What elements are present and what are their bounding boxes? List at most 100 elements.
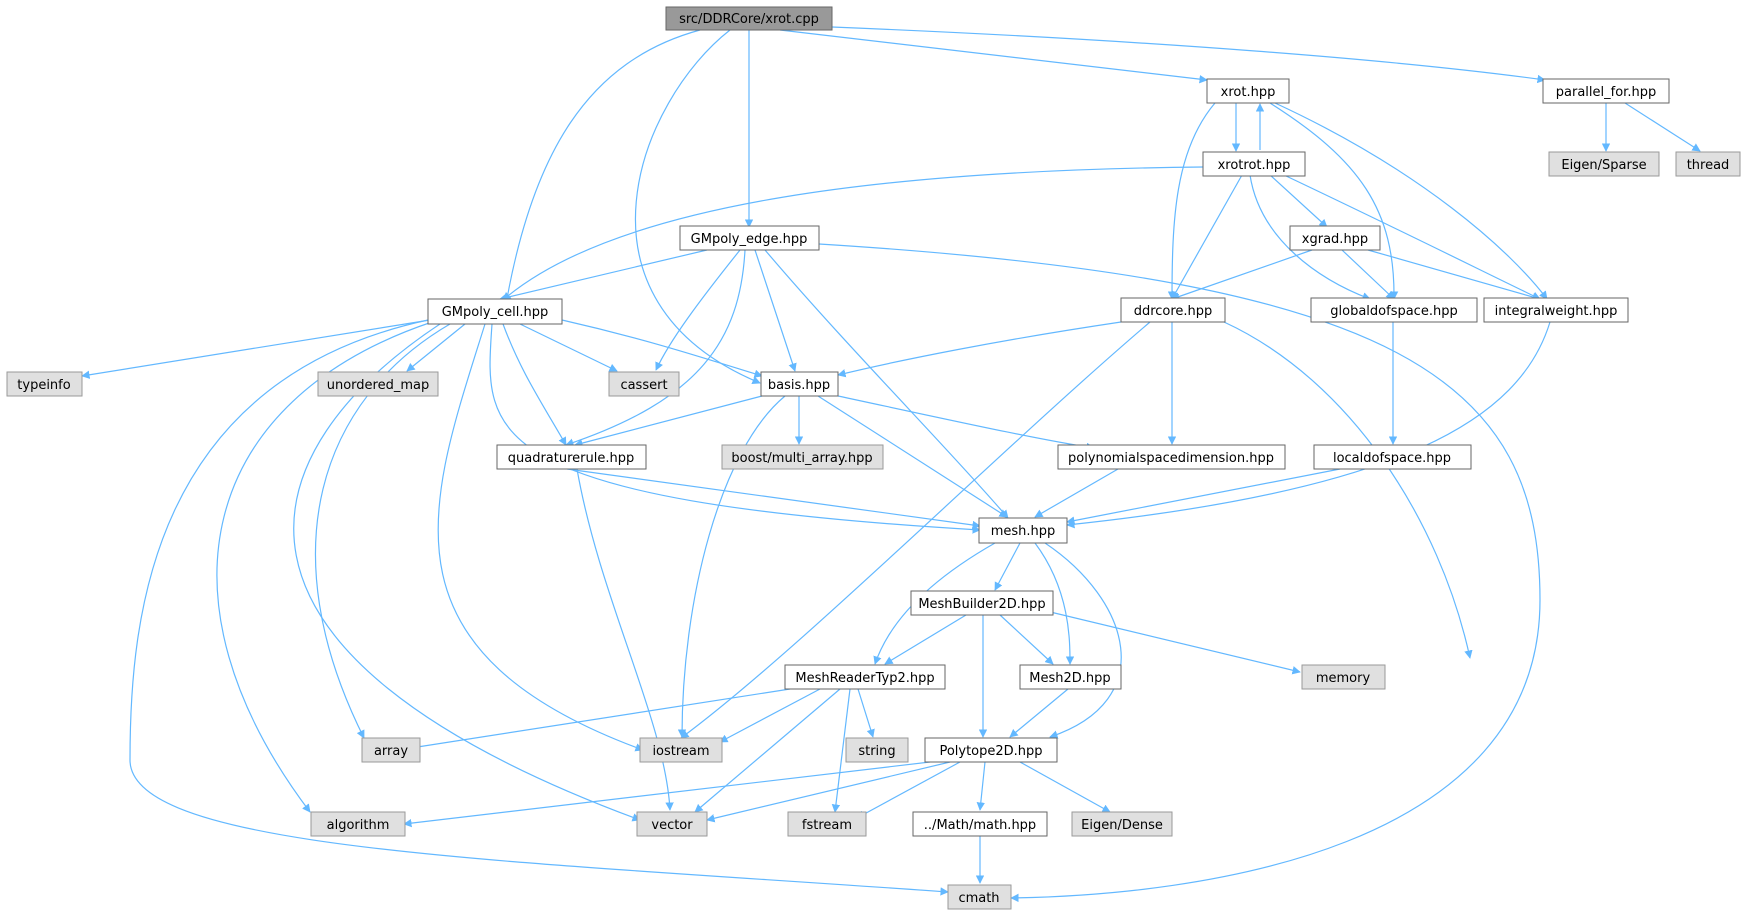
node-iostream[interactable]: iostream [639, 737, 723, 763]
node-polytope2d-label: Polytope2D.hpp [939, 744, 1042, 759]
node-meshbuilder2d[interactable]: MeshBuilder2D.hpp [910, 590, 1054, 616]
node-typeinfo-label: typeinfo [17, 378, 70, 393]
node-gmpoly-edge[interactable]: GMpoly_edge.hpp [679, 225, 820, 251]
edge-gmpoly-cell-unordered-map [406, 323, 466, 372]
node-array[interactable]: array [361, 737, 421, 763]
edge-meshbuilder2d-meshreadertyp2 [884, 614, 967, 665]
node-meshbuilder2d-label: MeshBuilder2D.hpp [918, 597, 1045, 612]
node-xrotrot-label: xrotrot.hpp [1218, 158, 1291, 173]
node-math-label: ../Math/math.hpp [924, 818, 1036, 833]
edge-root-gmpoly-cell [500, 29, 701, 323]
node-polynomialspacedimension[interactable]: polynomialspacedimension.hpp [1057, 444, 1286, 470]
node-cassert[interactable]: cassert [608, 371, 680, 397]
edge-polynomialspacedimension-mesh [1034, 468, 1119, 518]
edge-xrot-integralweight [1274, 102, 1548, 300]
edge-xrotrot-xgrad [1269, 174, 1328, 228]
node-cmath-label: cmath [958, 891, 999, 906]
node-fstream[interactable]: fstream [787, 811, 867, 837]
edge-gmpoly-edge-cassert [655, 249, 741, 371]
node-math[interactable]: ../Math/math.hpp [912, 811, 1048, 837]
include-nodes: src/DDRCore/xrot.cpp xrot.hpp parallel_f… [6, 6, 1741, 910]
node-eigen-dense-label: Eigen/Dense [1081, 818, 1163, 833]
edge-root-basis [634, 29, 761, 384]
node-polytope2d[interactable]: Polytope2D.hpp [924, 737, 1058, 763]
node-polynomialspacedimension-label: polynomialspacedimension.hpp [1068, 451, 1274, 466]
node-cmath[interactable]: cmath [947, 884, 1012, 910]
node-thread-label: thread [1687, 158, 1730, 173]
node-memory[interactable]: memory [1301, 664, 1386, 690]
node-string-label: string [858, 744, 895, 759]
edge-gmpoly-cell-iostream [437, 323, 644, 752]
node-cassert-label: cassert [620, 378, 667, 393]
edge-basis-polynomialspacedimension [837, 395, 1095, 452]
edge-gmpoly-cell-cassert [519, 323, 618, 372]
node-mesh-label: mesh.hpp [991, 524, 1056, 539]
node-basis-label: basis.hpp [768, 378, 830, 393]
edge-integralweight-mesh [1066, 321, 1551, 529]
node-quadraturerule[interactable]: quadraturerule.hpp [496, 444, 647, 470]
node-ddrcore[interactable]: ddrcore.hpp [1120, 297, 1226, 323]
edge-polytope2d-fstream [856, 761, 961, 819]
edge-meshreadertyp2-fstream [831, 688, 851, 813]
edge-gmpoly-edge-mesh [764, 249, 1009, 519]
edge-mesh-meshbuilder2d [994, 542, 1021, 591]
edge-root-parallel-for [831, 26, 1546, 84]
node-integralweight[interactable]: integralweight.hpp [1483, 297, 1629, 323]
node-unordered-map[interactable]: unordered_map [317, 371, 439, 397]
node-ddrcore-label: ddrcore.hpp [1134, 304, 1213, 319]
node-boost-multi-array[interactable]: boost/multi_array.hpp [721, 444, 884, 470]
node-string[interactable]: string [845, 737, 909, 763]
edge-meshreadertyp2-array [410, 688, 791, 751]
node-vector[interactable]: vector [636, 811, 708, 837]
edge-gmpoly-cell-quadraturerule [502, 323, 567, 446]
node-algorithm-label: algorithm [327, 818, 390, 833]
node-xrotrot[interactable]: xrotrot.hpp [1202, 151, 1306, 177]
node-localdofspace[interactable]: localdofspace.hpp [1313, 444, 1472, 470]
edge-xrot-globaldofspace [1269, 102, 1399, 300]
edge-xgrad-ddrcore [1171, 249, 1313, 301]
edge-quadraturerule-vector [576, 468, 674, 811]
node-root-label: src/DDRCore/xrot.cpp [679, 12, 819, 27]
edge-meshreadertyp2-vector [694, 688, 841, 813]
edge-gmpoly-cell-algorithm [216, 321, 433, 813]
edge-polytope2d-eigen-dense [1019, 761, 1111, 813]
edge-localdofspace-mesh [1066, 468, 1341, 525]
edge-meshreadertyp2-iostream [719, 688, 821, 743]
node-root[interactable]: src/DDRCore/xrot.cpp [665, 6, 833, 31]
node-eigen-sparse[interactable]: Eigen/Sparse [1548, 151, 1660, 177]
edge-ddrcore-memory [1223, 321, 1473, 659]
edge-xrotrot-integralweight [1283, 174, 1541, 300]
edge-gmpoly-cell-array [314, 323, 451, 739]
edge-xrotrot-gmpoly-cell [502, 166, 1204, 301]
node-xgrad[interactable]: xgrad.hpp [1289, 225, 1381, 251]
node-eigen-dense[interactable]: Eigen/Dense [1071, 811, 1173, 837]
node-parallel-for[interactable]: parallel_for.hpp [1542, 78, 1670, 104]
edge-polytope2d-vector [706, 761, 951, 823]
edge-mesh2d-polytope2d [1009, 688, 1069, 738]
edge-ddrcore-basis [837, 321, 1122, 378]
include-edges [81, 26, 1701, 903]
node-basis[interactable]: basis.hpp [760, 371, 839, 397]
edge-gmpoly-cell-mesh [489, 323, 981, 534]
node-algorithm[interactable]: algorithm [310, 811, 406, 837]
node-xrot[interactable]: xrot.hpp [1206, 78, 1290, 104]
node-mesh[interactable]: mesh.hpp [978, 517, 1068, 544]
node-integralweight-label: integralweight.hpp [1495, 304, 1618, 319]
node-gmpoly-edge-label: GMpoly_edge.hpp [691, 232, 808, 247]
edge-gmpoly-cell-cmath [129, 319, 949, 896]
node-fstream-label: fstream [802, 818, 852, 833]
node-thread[interactable]: thread [1675, 151, 1741, 177]
node-gmpoly-cell[interactable]: GMpoly_cell.hpp [427, 298, 563, 325]
node-mesh2d[interactable]: Mesh2D.hpp [1019, 664, 1122, 690]
edge-polytope2d-math [976, 761, 986, 811]
node-globaldofspace[interactable]: globaldofspace.hpp [1310, 297, 1478, 323]
edge-xgrad-globaldofspace [1341, 249, 1395, 300]
edge-basis-quadraturerule [574, 395, 763, 448]
node-typeinfo[interactable]: typeinfo [6, 371, 83, 397]
edge-meshreadertyp2-string [857, 688, 875, 738]
node-meshreadertyp2[interactable]: MeshReaderTyp2.hpp [784, 664, 946, 690]
edge-gmpoly-edge-quadraturerule [565, 249, 746, 447]
edge-parallel-for-thread [1624, 102, 1701, 152]
edge-mesh-polytope2d [1044, 542, 1122, 739]
node-parallel-for-label: parallel_for.hpp [1556, 85, 1656, 100]
